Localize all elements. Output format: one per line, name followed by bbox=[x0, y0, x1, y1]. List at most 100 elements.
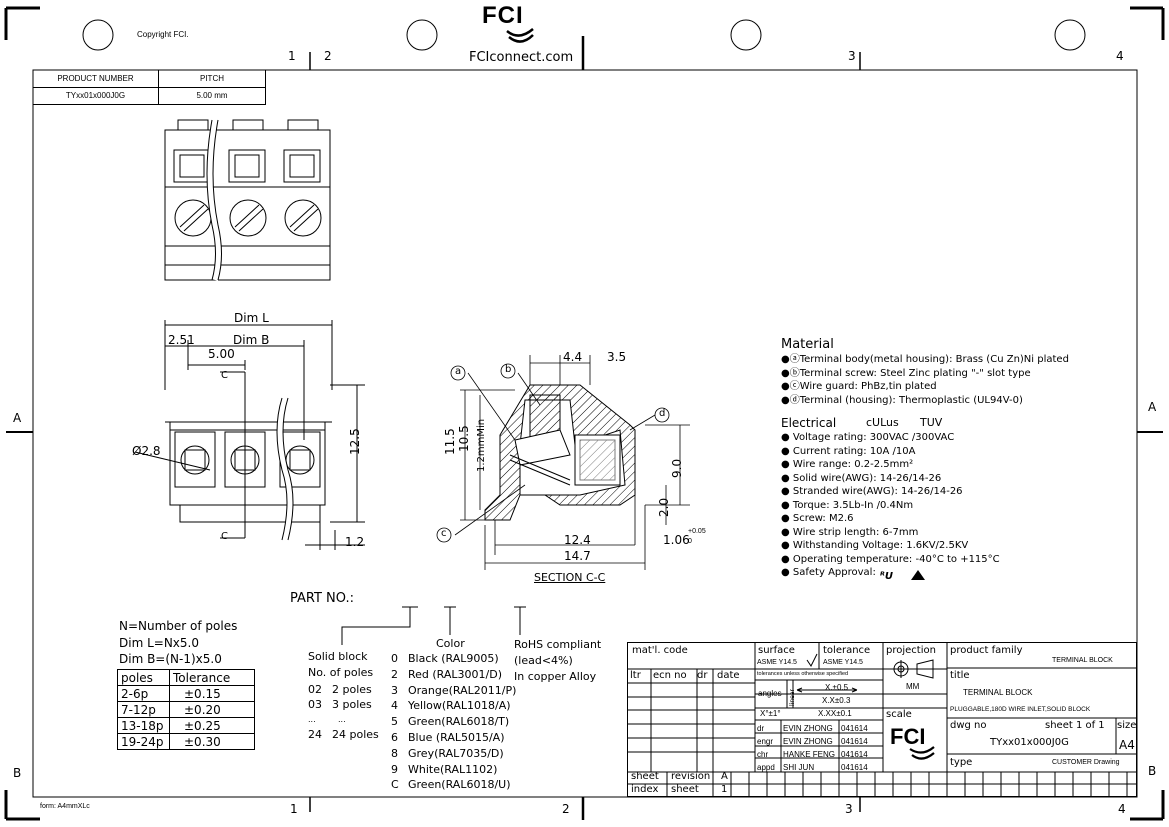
electrical-item: ● Current rating: 10A /10A bbox=[781, 445, 916, 457]
electrical-item: ● Wire strip length: 6-7mm bbox=[781, 526, 919, 538]
part-no-title: PART NO.: bbox=[290, 591, 355, 606]
tolerance-note: tolerances unless otherwise specified bbox=[757, 671, 849, 677]
matl-code-label: mat'l. code bbox=[632, 645, 688, 656]
table-row: 13-18p±0.25 bbox=[117, 717, 255, 734]
electrical-item: ● Withstanding Voltage: 1.6KV/2.5KV bbox=[781, 540, 969, 551]
product-family-label: product family bbox=[950, 645, 1023, 656]
pitch-value: 5.00 mm bbox=[196, 91, 228, 100]
electrical-item: ● Solid wire(AWG): 14-26/14-26 bbox=[781, 472, 942, 484]
rev-date: date bbox=[717, 670, 740, 681]
product-number-value: TYxx01x000J0G bbox=[33, 88, 159, 104]
callout-d: d bbox=[659, 408, 666, 419]
type-value: CUSTOMER Drawing bbox=[1052, 759, 1120, 766]
product-number-header: PRODUCT NUMBER bbox=[33, 70, 159, 88]
sheet-of: sheet 1 of 1 bbox=[1045, 720, 1105, 731]
sheet-label: sheet bbox=[631, 771, 659, 782]
sec-dim-147: 14.7 bbox=[564, 549, 591, 563]
material-item: ●ⓓTerminal (housing): Thermoplastic (UL9… bbox=[781, 394, 1023, 406]
sec-dim-35: 3.5 bbox=[607, 350, 627, 364]
electrical-list: ● Voltage rating: 300VAC /300VAC ● Curre… bbox=[781, 431, 1000, 580]
tol-angle: X°±1° bbox=[760, 709, 781, 718]
website-text: FCIconnect.com bbox=[469, 50, 574, 65]
material-item: ●ⓒWire guard: PhBz,tin plated bbox=[781, 381, 937, 392]
surface-asme: ASME Y14.5 bbox=[757, 659, 797, 666]
size-value: A4 bbox=[1119, 738, 1135, 752]
form-text: form: A4mmXLc bbox=[40, 803, 90, 810]
tolerance-label: tolerance bbox=[823, 645, 871, 656]
sec-dim-106: 1.06 bbox=[663, 533, 690, 547]
material-list: ●ⓐTerminal body(metal housing): Brass (C… bbox=[781, 353, 1069, 407]
electrical-item: ● Screw: M2.6 bbox=[781, 513, 854, 524]
linear-label: linear bbox=[789, 689, 796, 706]
material-title: Material bbox=[781, 337, 834, 352]
zone-top-2: 2 bbox=[324, 49, 332, 63]
tolerance-asme: ASME Y14.5 bbox=[823, 659, 863, 666]
title-value: TERMINAL BLOCK bbox=[963, 688, 1033, 697]
table-row: 2-6p±0.15 bbox=[117, 685, 255, 702]
rohs-line: RoHS compliant bbox=[514, 638, 602, 651]
material-item: ●ⓐTerminal body(metal housing): Brass (C… bbox=[781, 354, 1069, 365]
product-family-value: TERMINAL BLOCK bbox=[1052, 657, 1113, 664]
dim-500-label: 5.00 bbox=[208, 347, 235, 361]
fci-logo: FCI bbox=[482, 2, 524, 29]
angles-label: angles bbox=[758, 689, 782, 698]
fci-logo-swoosh-icon bbox=[506, 28, 534, 43]
dim-125-label: 12.5 bbox=[348, 428, 362, 455]
approval-marks-icon: ᴿU bbox=[880, 570, 925, 582]
title-block-logo: FCI bbox=[890, 724, 926, 749]
table-row: 7-12p±0.20 bbox=[117, 701, 255, 718]
tol-xx: X.X±0.3 bbox=[822, 696, 851, 705]
scale-label: scale bbox=[886, 709, 912, 720]
revision-label: revision bbox=[671, 771, 711, 782]
rev-ltr: ltr bbox=[630, 670, 641, 681]
section-c-bottom: C bbox=[221, 531, 228, 542]
note-n: N=Number of poles bbox=[119, 619, 238, 633]
sec-tol-dn: 0 bbox=[688, 538, 692, 545]
dwg-no-value: TYxx01x000J0G bbox=[990, 737, 1069, 748]
index-label: index bbox=[631, 784, 659, 795]
sheet-value: 1 bbox=[721, 784, 728, 795]
part-no-brackets bbox=[341, 606, 526, 645]
material-item: ●ⓑTerminal screw: Steel Zinc plating "-"… bbox=[781, 367, 1031, 379]
table-row: 19-24p±0.30 bbox=[117, 733, 255, 750]
notes-block: N=Number of poles Dim L=Nx5.0 Dim B=(N-1… bbox=[119, 618, 237, 668]
electrical-item: ● Wire range: 0.2-2.5mm² bbox=[781, 459, 914, 470]
dwg-no-label: dwg no bbox=[950, 720, 987, 731]
tuv-label: TUV bbox=[920, 416, 943, 429]
sec-dim-20: 2.0 bbox=[657, 497, 671, 517]
type-label: type bbox=[950, 757, 973, 768]
tol-x: X.±0.5 bbox=[825, 683, 849, 692]
electrical-item: ● Torque: 3.5Lb-In /0.4Nm bbox=[781, 499, 914, 511]
dim-b-label: Dim B bbox=[233, 333, 270, 347]
sec-dim-105: 10.5 bbox=[457, 425, 471, 452]
zone-left-a: A bbox=[13, 411, 22, 425]
sec-dim-115: 11.5 bbox=[443, 428, 457, 455]
product-table: PRODUCT NUMBER PITCH TYxx01x000J0G 5.00 … bbox=[33, 70, 266, 105]
zone-right-b: B bbox=[1148, 764, 1157, 778]
dim-l-label: Dim L bbox=[234, 311, 269, 325]
callout-b: b bbox=[505, 364, 512, 375]
sec-dim-12min: 1.2mmMin bbox=[476, 418, 487, 472]
dim-12-label: 1.2 bbox=[345, 535, 365, 549]
electrical-title: Electrical bbox=[781, 416, 837, 430]
note-dim-l: Dim L=Nx5.0 bbox=[119, 635, 199, 650]
title-subtitle: PLUGGABLE,180D WIRE INLET,SOLID BLOCK bbox=[950, 706, 1091, 713]
no-of-poles-label: No. of poles bbox=[308, 666, 374, 679]
